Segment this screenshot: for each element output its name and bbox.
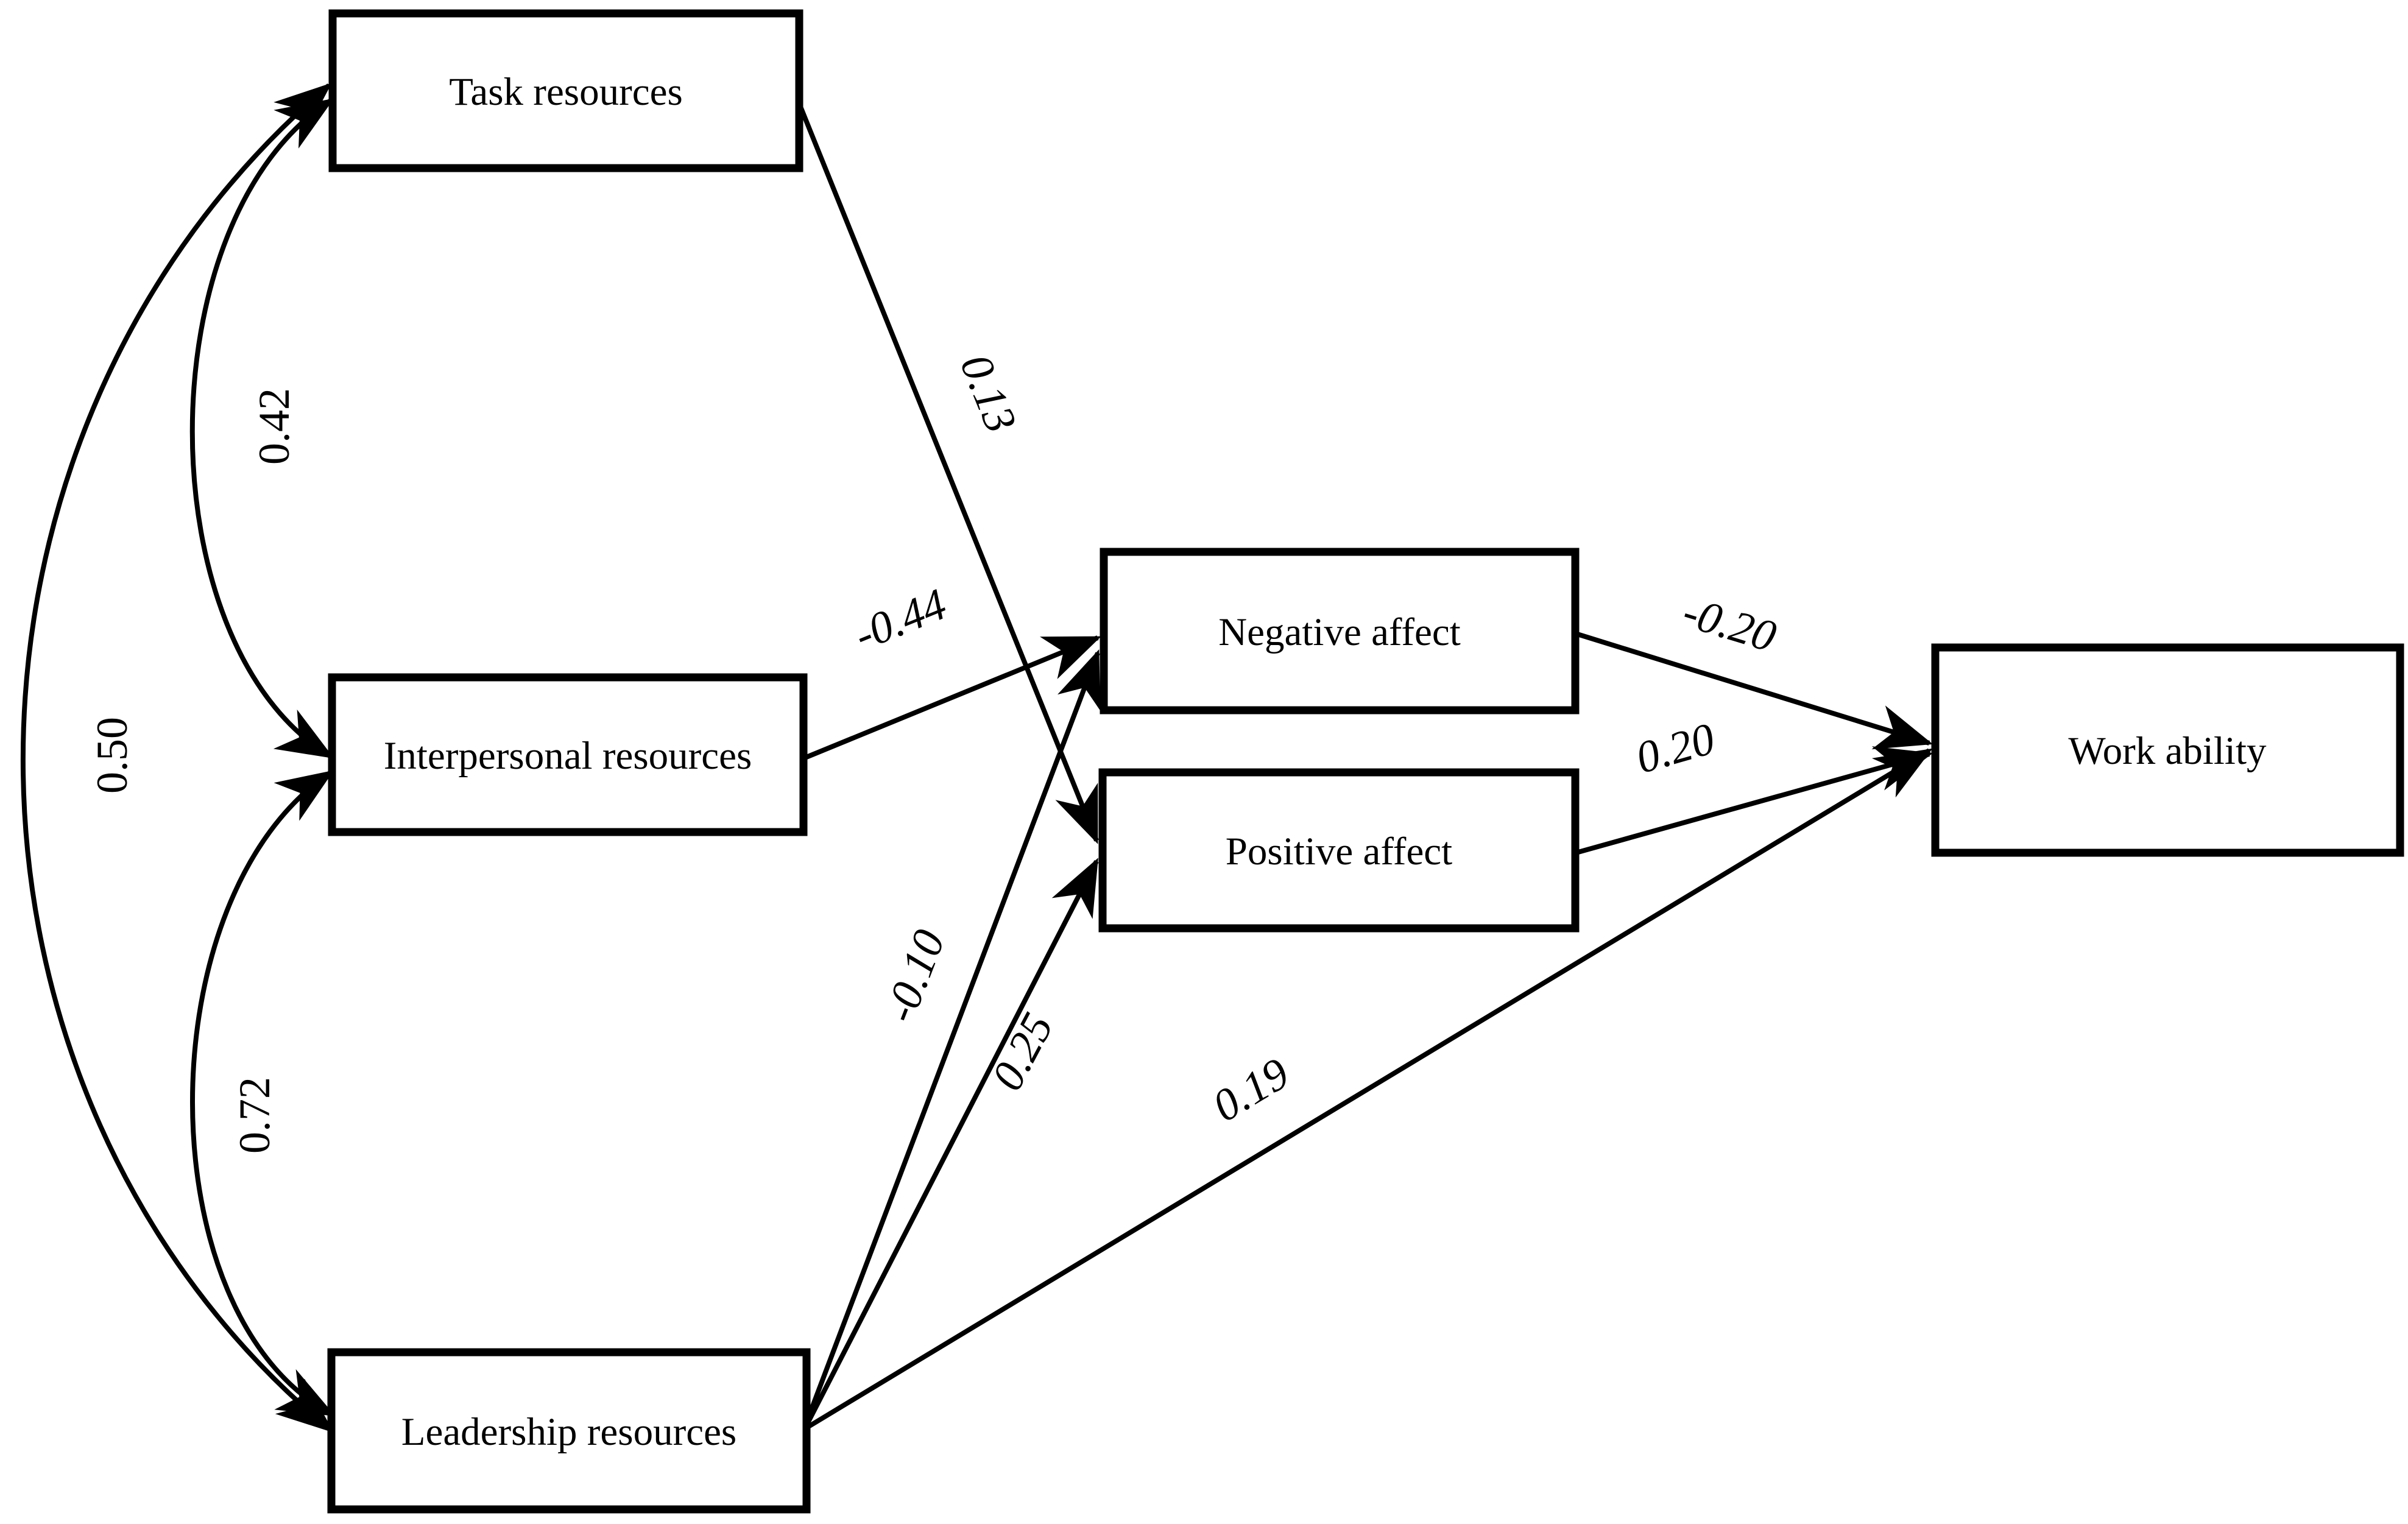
node-positive-affect-box <box>1098 768 1580 933</box>
path-arrow-interpersonal-to-negative <box>802 635 1101 761</box>
correlation-value-interpersonal-leadership: 0.72 <box>230 1077 279 1154</box>
path-arrow-negative-to-work <box>1574 631 1933 750</box>
node-leadership-resources-box <box>327 1348 811 1514</box>
node-negative-affect-box <box>1100 548 1580 714</box>
coefficient-negative-work: -0.20 <box>1677 587 1781 661</box>
node-work-ability: Work ability <box>1931 643 2404 857</box>
coefficient-interpersonal-negative: -0.44 <box>847 579 953 661</box>
correlation-arrow-interpersonal-leadership <box>190 770 336 1417</box>
coefficient-leadership-positive: 0.25 <box>982 1005 1063 1098</box>
node-task-resources: Task resources <box>328 9 803 172</box>
node-work-ability-box <box>1931 643 2404 857</box>
coefficient-positive-work: 0.20 <box>1631 714 1720 784</box>
path-arrow-task-to-positive <box>797 102 1099 844</box>
node-positive-affect-label: Positive affect <box>1226 830 1452 873</box>
node-task-resources-label: Task resources <box>449 70 683 114</box>
correlation-value-task-interpersonal: 0.42 <box>250 388 298 465</box>
coefficient-leadership-work: 0.19 <box>1204 1048 1298 1132</box>
node-work-ability-label: Work ability <box>2068 729 2267 773</box>
correlation-value-task-leadership: 0.50 <box>88 717 136 794</box>
node-interpersonal-resources-box <box>328 673 808 836</box>
path-arrow-positive-to-work <box>1570 746 1933 856</box>
node-positive-affect: Positive affect <box>1098 768 1580 933</box>
node-interpersonal-resources-label: Interpersonal resources <box>384 734 752 778</box>
node-leadership-resources: Leadership resources <box>327 1348 811 1514</box>
coefficient-task-positive: 0.13 <box>950 348 1026 440</box>
coefficient-leadership-negative: -0.10 <box>875 923 955 1029</box>
path-arrow-leadership-to-negative <box>804 649 1101 1423</box>
path-arrow-leadership-to-positive <box>804 858 1099 1427</box>
path-arrow-leadership-to-work <box>805 748 1933 1430</box>
node-negative-affect-label: Negative affect <box>1218 610 1461 654</box>
node-interpersonal-resources: Interpersonal resources <box>328 673 808 836</box>
node-negative-affect: Negative affect <box>1100 548 1580 714</box>
node-task-resources-box <box>328 9 803 172</box>
node-leadership-resources-label: Leadership resources <box>401 1410 736 1454</box>
correlation-arrow-task-leadership <box>20 82 334 1433</box>
correlation-arrow-task-interpersonal <box>189 98 334 759</box>
